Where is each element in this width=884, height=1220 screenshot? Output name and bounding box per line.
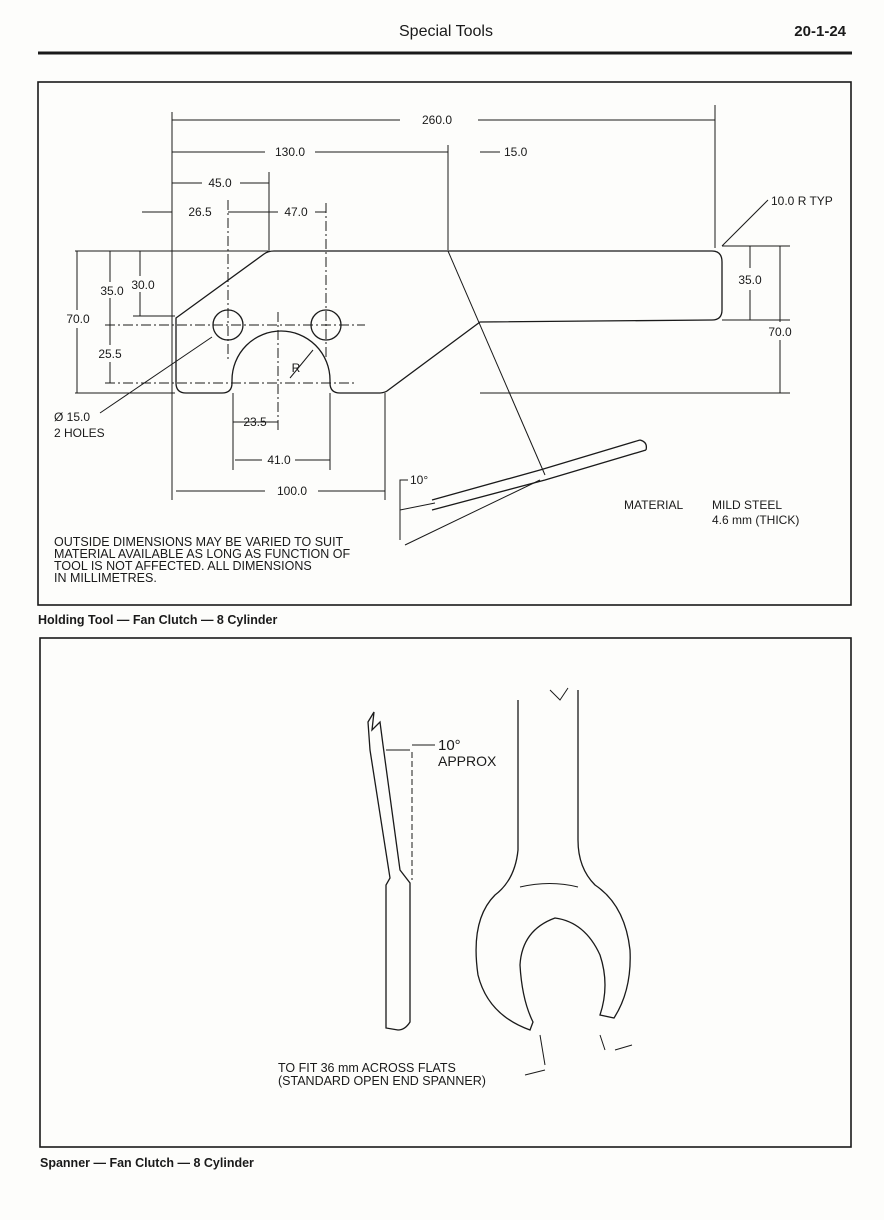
dim-25-5: 25.5 [98,347,122,361]
dim-23-5: 23.5 [243,415,267,429]
section-title: Special Tools [399,23,493,40]
note-line: (STANDARD OPEN END SPANNER) [278,1074,486,1088]
dim-47: 47.0 [284,205,308,219]
figure1-caption: Holding Tool — Fan Clutch — 8 Cylinder [38,613,277,627]
note-line: MATERIAL AVAILABLE AS LONG AS FUNCTION O… [54,547,351,561]
material-label: MATERIAL [624,498,683,512]
material-value: MILD STEEL [712,498,782,512]
dim-10r: 10.0 R TYP [771,194,833,208]
holes-diameter: Ø 15.0 [54,410,90,424]
dim-45: 45.0 [208,176,232,190]
dim-35-left: 35.0 [100,284,124,298]
tool-outline [175,250,723,394]
dim-70-left: 70.0 [66,312,90,326]
dim-radius: R [292,361,301,375]
dim-100: 100.0 [277,484,307,498]
note-line: TO FIT 36 mm ACROSS FLATS [278,1061,456,1075]
figure-frame [39,637,852,1148]
dim-15: 15.0 [504,145,528,159]
figure2-caption: Spanner — Fan Clutch — 8 Cylinder [40,1156,254,1170]
note-line: OUTSIDE DIMENSIONS MAY BE VARIED TO SUIT [54,535,344,549]
holes-count: 2 HOLES [54,426,105,440]
spanner-side-view [367,711,411,1031]
dim-130: 130.0 [275,145,305,159]
spanner-front-view [475,690,631,1031]
note-line: TOOL IS NOT AFFECTED. ALL DIMENSIONS [54,559,312,573]
note-line: IN MILLIMETRES. [54,571,157,585]
dim-70-right: 70.0 [768,325,792,339]
dim-30: 30.0 [131,278,155,292]
dim-angle: 10° [410,473,428,487]
figure-frame [37,81,852,606]
dim-41: 41.0 [267,453,291,467]
page-number: 20-1-24 [794,23,846,40]
material-thickness: 4.6 mm (THICK) [712,513,799,527]
dim-35-right: 35.0 [738,273,762,287]
dimension-note: OUTSIDE DIMENSIONS MAY BE VARIED TO SUIT… [54,535,351,585]
angle-label: 10° [438,737,461,754]
figure-holding-tool: 260.0 130.0 15.0 45.0 26.5 47.0 10.0 R T… [37,81,852,606]
tool-side-view [431,439,648,511]
dim-260: 260.0 [422,113,452,127]
figure-spanner: 10° APPROX TO FIT 36 mm ACROSS FLATS (ST… [39,637,852,1148]
dim-26-5: 26.5 [188,205,212,219]
angle-approx-label: APPROX [438,753,497,769]
